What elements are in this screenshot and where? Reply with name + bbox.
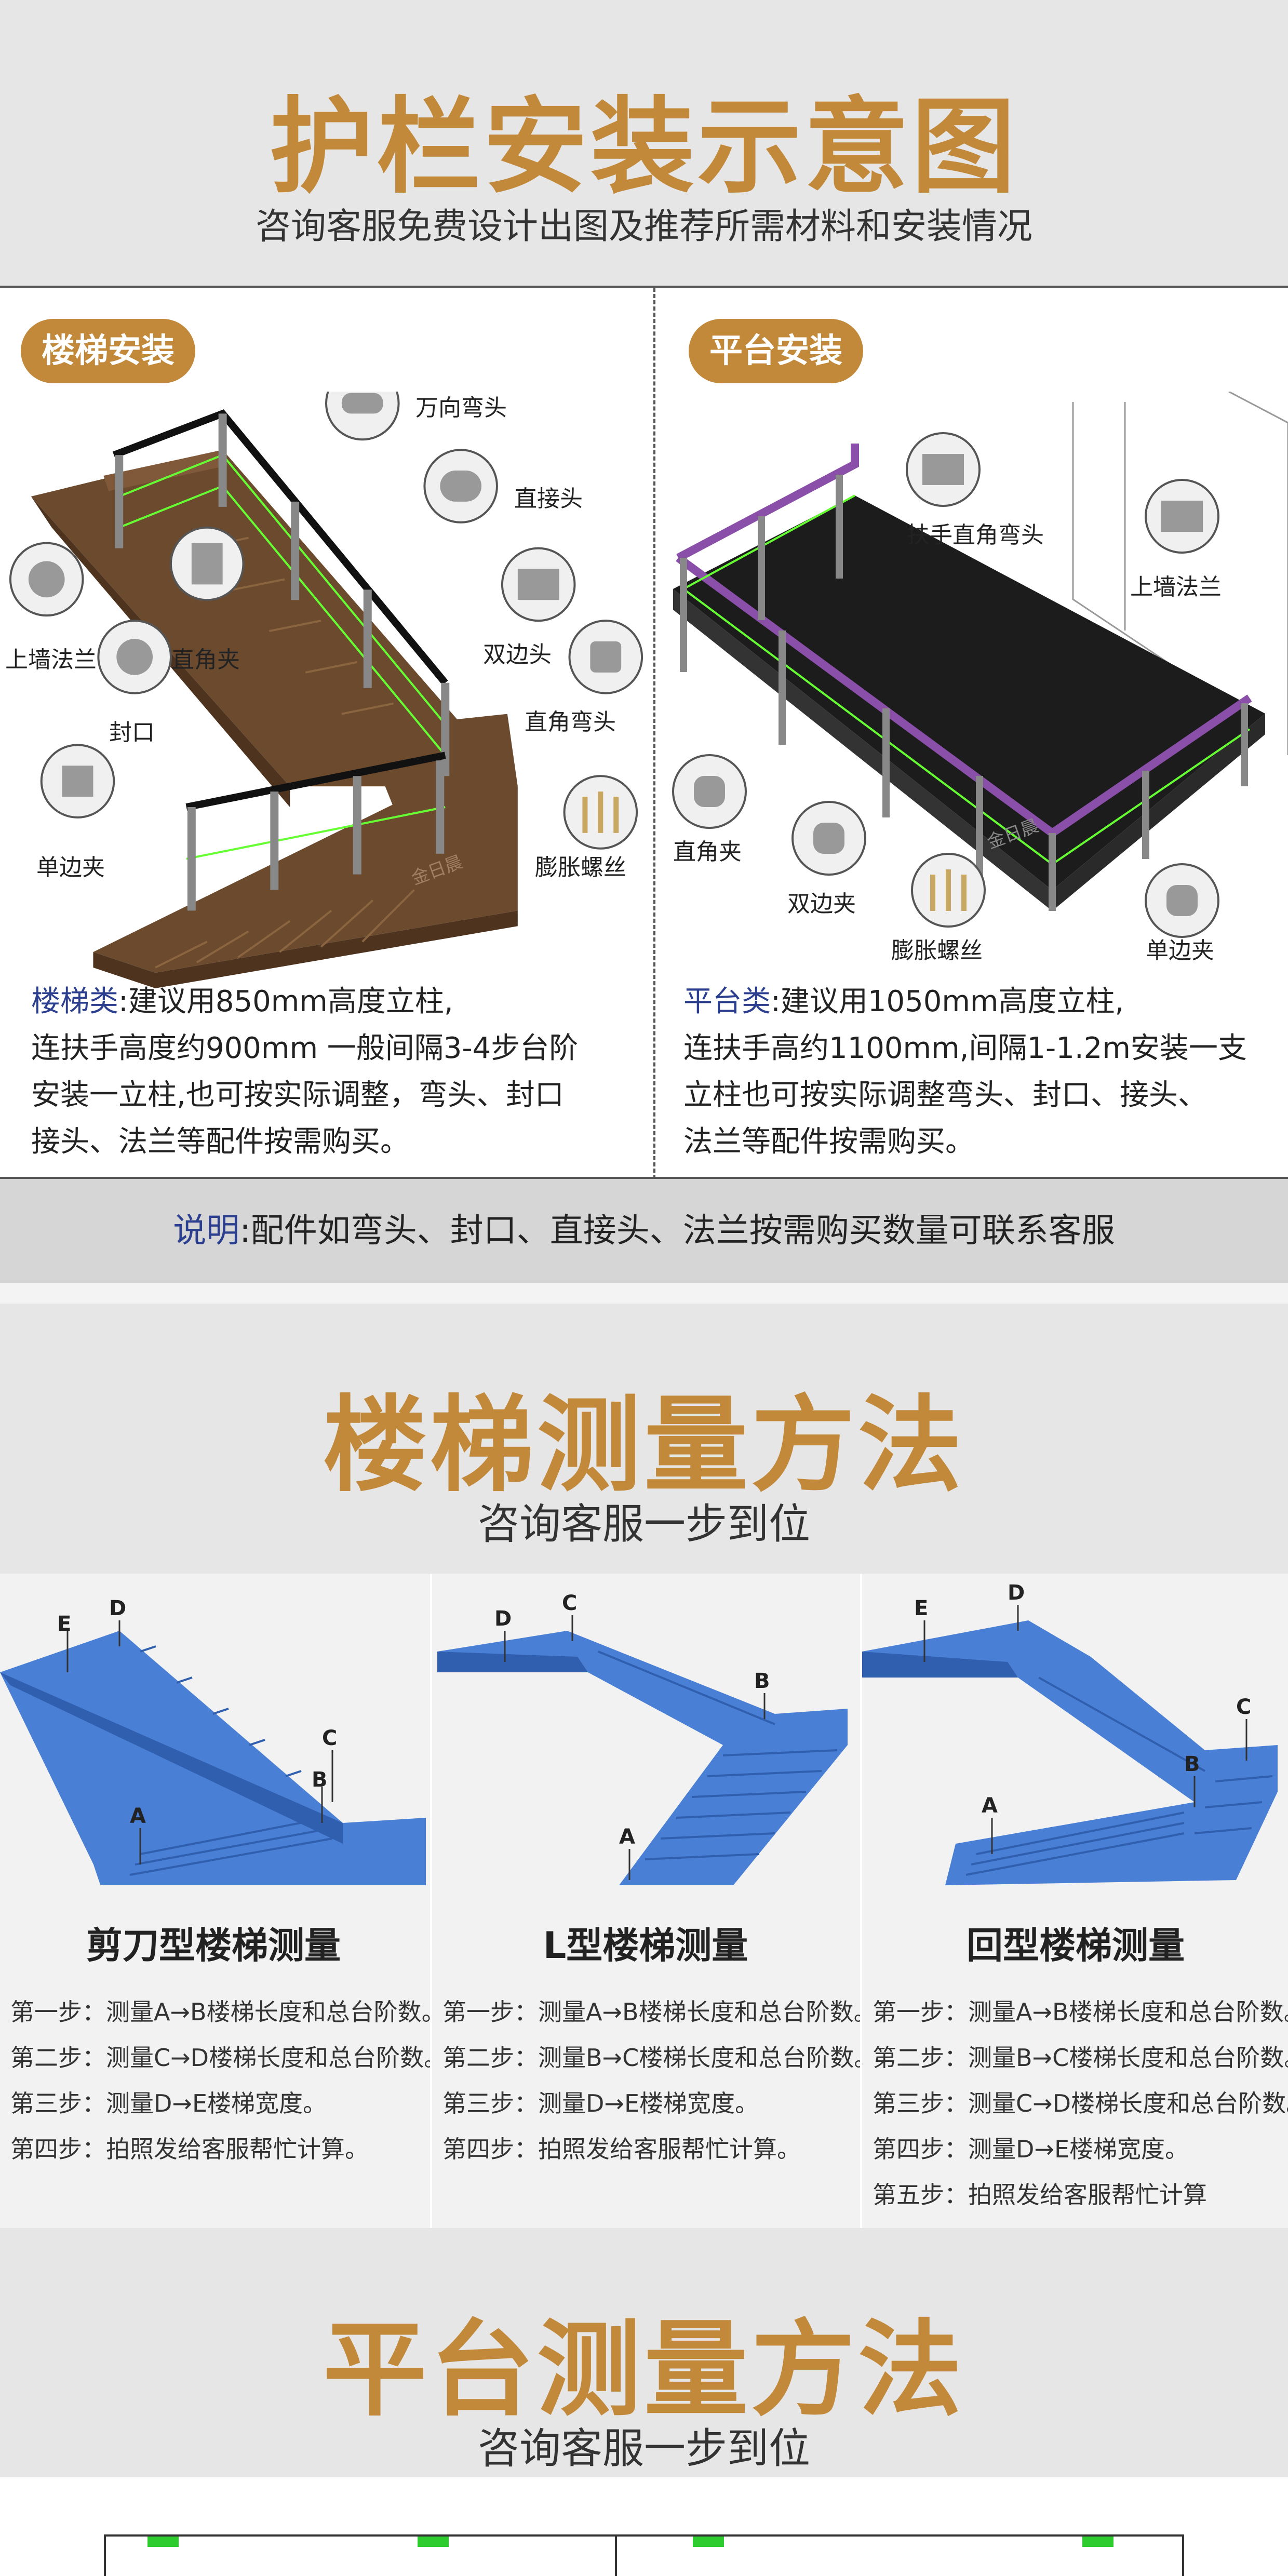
stair-measure-title: 楼梯测量方法	[323, 1385, 965, 1506]
callout-wall-flange: 上墙法兰	[1130, 574, 1222, 600]
step-1: 第一步：测量A→B楼梯长度和总台阶数。	[10, 1998, 446, 2026]
point-b: B	[1184, 1752, 1200, 1776]
stair-measure-header: 楼梯测量方法 咨询客服一步到位	[0, 1304, 1288, 1574]
callout-right-angle-clamp: 直角夹	[171, 647, 240, 673]
platform-desc-line-4: 法兰等配件按需购买。	[683, 1125, 974, 1159]
stair-desc-line-3: 安装一立柱,也可按实际调整，弯头、封口	[31, 1078, 564, 1112]
point-a: A	[619, 1825, 635, 1849]
install-title: 护栏安装示意图	[269, 87, 1018, 208]
step-4: 第四步：测量D→E楼梯宽度。	[873, 2135, 1189, 2163]
point-a: A	[982, 1794, 998, 1818]
green-marker	[418, 2537, 449, 2547]
callout-expansion-bolt: 膨胀螺丝	[891, 937, 983, 964]
platform-measure-header: 平台测量方法 咨询客服一步到位	[0, 2228, 1288, 2477]
step-4: 第四步：拍照发给客服帮忙计算。	[10, 2135, 369, 2163]
callout-expansion-bolt: 膨胀螺丝	[535, 854, 626, 881]
platform-install-description: 平台类:建议用1050mm高度立柱, 连扶手高约1100mm,间隔1-1.2m安…	[683, 978, 1270, 1165]
callout-universal-elbow: 万向弯头	[415, 395, 507, 421]
note-lead: 说明	[173, 1212, 240, 1250]
step-3: 第三步：测量D→E楼梯宽度。	[10, 2089, 327, 2117]
step-1: 第一步：测量A→B楼梯长度和总台阶数。	[873, 1998, 1288, 2026]
step-3: 第三步：测量D→E楼梯宽度。	[442, 2089, 759, 2117]
green-marker	[147, 2537, 179, 2547]
callout-single-side-clamp: 单边夹	[1146, 937, 1214, 964]
callout-single-side-clamp: 单边夹	[36, 854, 105, 881]
step-2: 第二步：测量B→C楼梯长度和总台阶数。	[873, 2044, 1288, 2072]
point-e: E	[57, 1612, 71, 1636]
green-marker	[693, 2537, 724, 2547]
callout-handrail-elbow: 扶手直角弯头	[907, 522, 1044, 548]
point-c: C	[1236, 1695, 1251, 1719]
step-5: 第五步：拍照发给客服帮忙计算	[873, 2181, 1207, 2209]
loop-stair-card: E D C B A 回型楼梯测量 第一步：测量A→B楼梯长度和总台阶数。 第二步…	[860, 1574, 1288, 2228]
stair-install-description: 楼梯类:建议用850mm高度立柱, 连扶手高度约900mm 一般间隔3-4步台阶…	[31, 978, 634, 1165]
point-e: E	[914, 1596, 928, 1620]
loop-stair-steps: 第一步：测量A→B楼梯长度和总台阶数。 第二步：测量B→C楼梯长度和总台阶数。 …	[873, 1989, 1288, 2218]
step-2: 第二步：测量B→C楼梯长度和总台阶数。	[442, 2044, 878, 2072]
platform-install-illustration: 金日晨	[672, 392, 1288, 938]
scissor-stair-card: E D C B A 剪刀型楼梯测量 第一步：测量A→B楼梯长度和总台阶数。 第二…	[0, 1574, 448, 2228]
loop-stair-title: 回型楼梯测量	[967, 1924, 1185, 1967]
platform-install-panel: 平台安装 金日晨	[658, 288, 1288, 1179]
platform-desc-line-1: :建议用1050mm高度立柱,	[771, 985, 1124, 1018]
install-header: 护栏安装示意图 咨询客服免费设计出图及推荐所需材料和安装情况	[0, 0, 1288, 286]
callout-double-side-clamp: 双边夹	[787, 891, 856, 917]
callout-right-angle-elbow: 直角弯头	[525, 709, 616, 735]
scissor-stair-steps: 第一步：测量A→B楼梯长度和总台阶数。 第二步：测量C→D楼梯长度和总台阶数。 …	[10, 1989, 448, 2172]
callout-right-angle-clamp: 直角夹	[673, 839, 742, 865]
point-d: D	[1008, 1581, 1025, 1605]
point-b: B	[754, 1669, 770, 1693]
stair-desc-lead: 楼梯类	[31, 985, 118, 1018]
l-stair-steps: 第一步：测量A→B楼梯长度和总台阶数。 第二步：测量B→C楼梯长度和总台阶数。 …	[442, 1989, 878, 2172]
point-a: A	[130, 1804, 146, 1828]
platform-desc-line-3: 立柱也可按实际调整弯头、封口、接头、	[683, 1078, 1207, 1112]
point-d: D	[109, 1596, 126, 1620]
stair-desc-line-1: :建议用850mm高度立柱,	[118, 985, 453, 1018]
l-stair-card: D C B A L型楼梯测量 第一步：测量A→B楼梯长度和总台阶数。 第二步：测…	[430, 1574, 878, 2228]
platform-measure-subtitle: 咨询客服一步到位	[478, 2424, 810, 2473]
step-4: 第四步：拍照发给客服帮忙计算。	[442, 2135, 801, 2163]
platform-measure-diagram	[0, 2477, 1288, 2576]
point-d: D	[494, 1607, 512, 1631]
stair-install-illustration: 金日晨	[9, 392, 643, 988]
platform-install-badge: 平台安装	[689, 319, 863, 383]
note-text: 说明:配件如弯头、封口、直接头、法兰按需购买数量可联系客服	[0, 1179, 1288, 1283]
loop-stair-diagram: E D C B A	[862, 1581, 1278, 1885]
callout-double-side-head: 双边头	[483, 641, 552, 668]
scissor-stair-diagram: E D C B A	[0, 1596, 426, 1885]
platform-outline	[104, 2534, 1184, 2576]
step-2: 第二步：测量C→D楼梯长度和总台阶数。	[10, 2044, 448, 2072]
point-c: C	[562, 1591, 577, 1615]
callout-end-cap: 封口	[109, 719, 155, 746]
install-subtitle: 咨询客服免费设计出图及推荐所需材料和安装情况	[255, 206, 1032, 247]
step-3: 第三步：测量C→D楼梯长度和总台阶数。	[873, 2089, 1288, 2117]
point-b: B	[312, 1768, 328, 1792]
l-stair-title: L型楼梯测量	[543, 1924, 748, 1967]
stair-measure-subtitle: 咨询客服一步到位	[478, 1500, 810, 1548]
platform-desc-lead: 平台类	[683, 985, 771, 1018]
platform-measure-title: 平台测量方法	[323, 2310, 965, 2431]
stair-desc-line-4: 接头、法兰等配件按需购买。	[31, 1125, 409, 1159]
platform-desc-line-2: 连扶手高约1100mm,间隔1-1.2m安装一支	[683, 1031, 1247, 1065]
green-marker	[1082, 2537, 1113, 2547]
section-gap	[0, 1283, 1288, 1304]
note-body: :配件如弯头、封口、直接头、法兰按需购买数量可联系客服	[239, 1212, 1115, 1250]
platform-divider	[615, 2537, 617, 2576]
scissor-stair-title: 剪刀型楼梯测量	[86, 1924, 341, 1967]
stair-install-panel: 楼梯安装	[0, 288, 655, 1179]
callout-straight-connector: 直接头	[514, 486, 583, 512]
note-bar: 说明:配件如弯头、封口、直接头、法兰按需购买数量可联系客服	[0, 1179, 1288, 1283]
callout-wall-flange: 上墙法兰	[5, 647, 97, 673]
step-1: 第一步：测量A→B楼梯长度和总台阶数。	[442, 1998, 878, 2026]
install-panels: 楼梯安装	[0, 286, 1288, 1179]
stair-desc-line-2: 连扶手高度约900mm 一般间隔3-4步台阶	[31, 1031, 579, 1065]
stair-install-badge: 楼梯安装	[21, 319, 195, 383]
l-stair-diagram: D C B A	[437, 1591, 848, 1885]
point-c: C	[322, 1726, 337, 1750]
stair-measure-grid: E D C B A 剪刀型楼梯测量 第一步：测量A→B楼梯长度和总台阶数。 第二…	[0, 1574, 1288, 2228]
